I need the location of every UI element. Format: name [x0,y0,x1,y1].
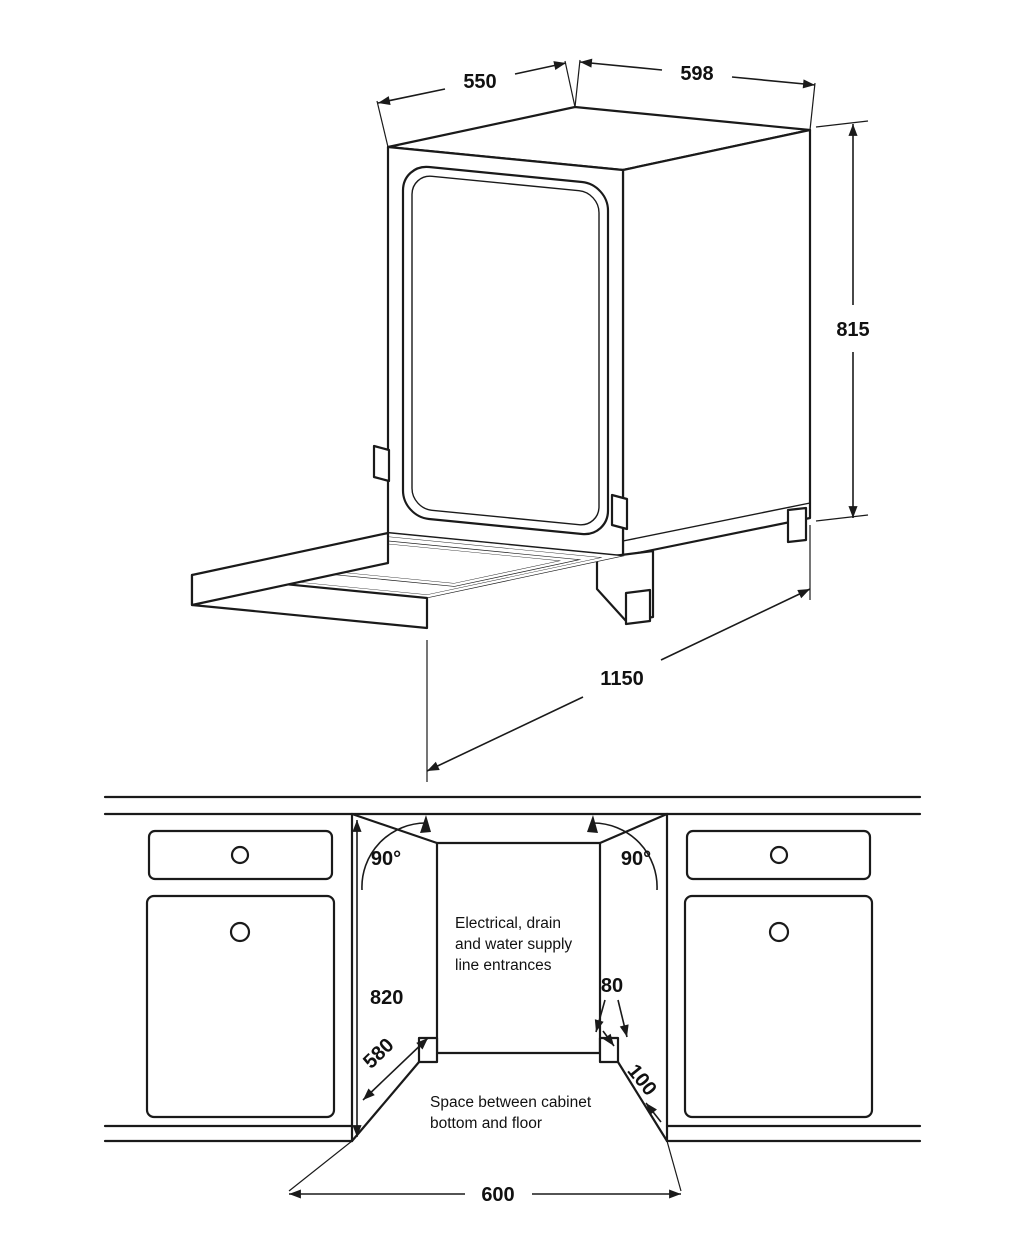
note-entrances-line2: and water supply [455,936,572,953]
left-drawer-front [147,829,334,881]
dim-80: 80 [594,975,629,1038]
tub-opening-inner [411,175,600,526]
right-drawer-front [685,829,872,881]
dim-label-80: 80 [601,975,623,997]
note-entrances-line3: line entrances [455,957,552,974]
note-entrances: Electrical, drain and water supply line … [455,915,572,974]
left-door-front [145,894,336,1119]
note-floor-space-line2: bottom and floor [430,1115,542,1132]
niche-back-wall [435,841,602,1055]
dim-598: 598 [574,58,816,131]
niche-step-left [417,1036,439,1064]
dim-1150: 1150 [426,525,811,782]
dim-600: 600 [288,1140,682,1206]
dim-820: 820 [352,820,403,1137]
note-entrances-line1: Electrical, drain [455,915,561,932]
niche-step-right [598,1036,620,1064]
front-foot [624,588,652,626]
tub-opening-outer [401,165,610,536]
cabinet-left [145,829,336,1119]
left-drawer-knob [230,845,250,865]
installation-front-view: 90° 90° 820 580 80 100 [103,795,922,1206]
right-drawer-knob [769,845,789,865]
door-hinge-left [372,444,391,483]
angle-label-right: 90° [621,848,651,870]
arc-arrow-right [587,815,598,833]
dim-label-580: 580 [359,1034,398,1073]
dim-label-598: 598 [680,63,713,85]
dishwasher-front-face [386,145,625,558]
niche-opening [350,812,669,1143]
dishwasher-tub-opening [401,165,610,536]
dishwasher-open-door [190,531,625,630]
dim-815: 815 [815,120,870,522]
dishwasher-side-panel [621,128,812,558]
angle-label-left: 90° [371,848,401,870]
right-door-front [683,894,874,1119]
cabinet-right [683,829,874,1119]
dim-580: 580 [359,1034,429,1101]
left-door-knob [229,921,251,943]
dim-label-100: 100 [623,1060,661,1100]
dim-label-820: 820 [370,987,403,1009]
arc-arrow-left [420,815,431,833]
door-side-edge [190,531,390,607]
dim-label-600: 600 [481,1184,514,1206]
note-floor-space-line1: Space between cabinet [430,1094,592,1111]
door-swing-arc-right: 90° [587,815,658,891]
note-floor-space: Space between cabinet bottom and floor [430,1094,592,1132]
door-swing-arc-left: 90° [361,815,431,891]
side-panel-base-line [622,502,811,542]
dim-550: 550 [376,60,576,148]
dim-label-550: 550 [463,71,496,93]
dim-label-1150: 1150 [600,668,643,690]
right-door-knob [768,921,790,943]
rear-foot [786,506,808,544]
dishwasher-isometric-view: 550 598 815 1150 [190,58,870,782]
door-hinge-right [610,493,629,531]
dim-label-815: 815 [836,319,869,341]
